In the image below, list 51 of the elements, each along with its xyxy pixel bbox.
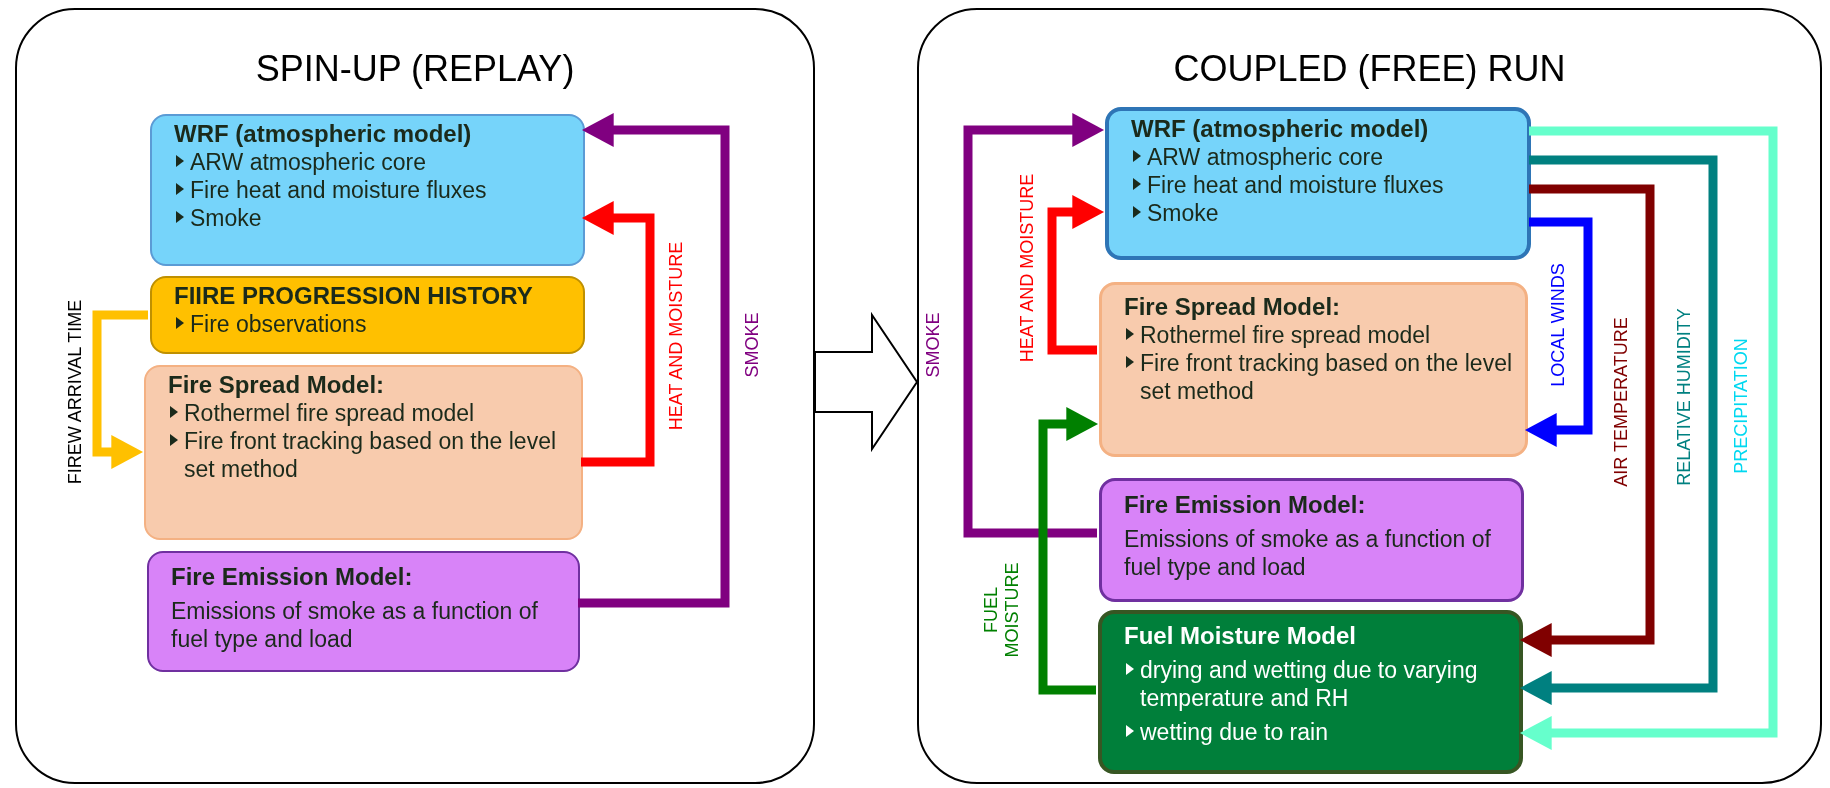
edge-label: SMOKE: [922, 312, 944, 378]
bullet-item: Rothermel fire spread model: [1124, 321, 1515, 349]
block-arrow: [814, 311, 919, 453]
edge-label: LOCAL WINDS: [1547, 263, 1569, 387]
edge-label: AIR TEMPERATURE: [1610, 317, 1632, 487]
box-heading: Fire Spread Model:: [1124, 293, 1342, 321]
edge-label: PRECIPITATION: [1730, 338, 1752, 474]
box-heading: WRF (atmospheric model): [174, 120, 473, 148]
arrow: [578, 113, 730, 608]
bullet-item: Fire heat and moisture fluxes: [174, 176, 573, 204]
box-heading: Fire Emission Model:: [171, 563, 414, 591]
panel-title: SPIN-UP (REPLAY): [254, 48, 576, 90]
model-box: [150, 276, 585, 354]
model-box: [1099, 478, 1524, 602]
model-box: [147, 551, 580, 672]
edge-label: FUEL MOISTURE: [981, 561, 1023, 660]
model-box: [144, 365, 583, 540]
bullet-item: Smoke: [1131, 199, 1517, 227]
arrow: [1038, 407, 1099, 695]
arrow: [963, 113, 1105, 538]
model-box: [1099, 282, 1528, 457]
bullet-item: Fire heat and moisture fluxes: [1131, 171, 1517, 199]
edge-label: HEAT AND MOISTURE: [665, 241, 687, 431]
arrow: [581, 201, 655, 467]
box-heading: Fuel Moisture Model: [1124, 622, 1357, 650]
edge-label: FIREW ARRIVAL TIME: [64, 299, 86, 485]
bullet-item: ARW atmospheric core: [1131, 143, 1517, 171]
model-box: [1105, 107, 1531, 260]
box-text: Emissions of smoke as a function of fuel type and load: [1124, 525, 1492, 581]
model-box: [1098, 610, 1523, 774]
panel-title: COUPLED (FREE) RUN: [1172, 48, 1567, 90]
box-heading: Fire Spread Model:: [168, 371, 386, 399]
bullet-item: Fire observations: [174, 310, 573, 338]
edge-label: RELATIVE HUMIDITY: [1673, 308, 1695, 486]
bullet-item: ARW atmospheric core: [174, 148, 573, 176]
box-text: Emissions of smoke as a function of fuel type and load: [171, 597, 539, 653]
edge-label: HEAT AND MOISTURE: [1016, 173, 1038, 363]
bullet-item: Fire front tracking based on the level set method: [168, 427, 571, 483]
model-box: [150, 114, 585, 266]
bullet-item: Smoke: [174, 204, 573, 232]
panel-frame: [15, 8, 815, 784]
bullet-item: wetting due to rain: [1124, 718, 1509, 746]
box-heading: Fire Emission Model:: [1124, 491, 1367, 519]
box-heading: FIIRE PROGRESSION HISTORY: [174, 282, 534, 310]
panel-frame: [917, 8, 1822, 784]
bullet-item: Fire front tracking based on the level set method: [1124, 349, 1515, 405]
arrow: [92, 310, 148, 469]
arrow: [1047, 195, 1105, 355]
box-heading: WRF (atmospheric model): [1131, 115, 1430, 143]
bullet-item: Rothermel fire spread model: [168, 399, 571, 427]
edge-label: SMOKE: [741, 312, 763, 378]
